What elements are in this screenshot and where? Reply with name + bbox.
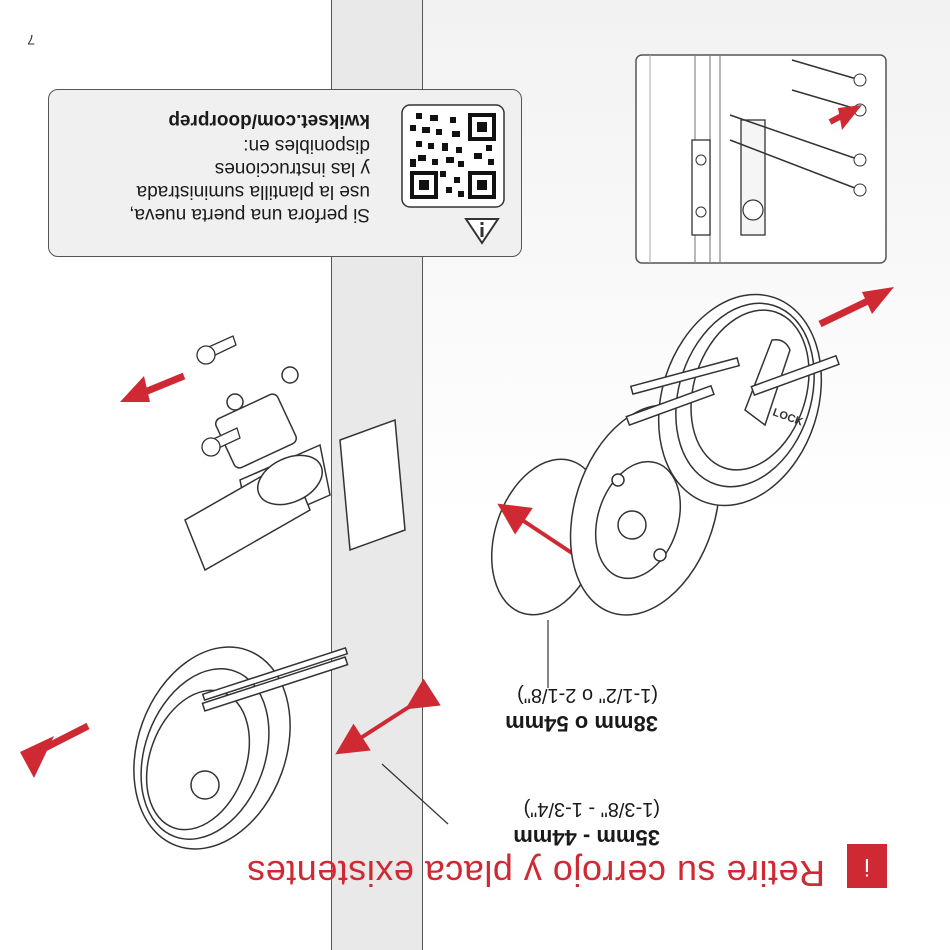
door-thickness-mm: 35mm - 44mm — [440, 824, 660, 850]
deadbolt-latch — [185, 367, 405, 570]
info-line-2: use la plantilla suministrada — [60, 180, 370, 203]
door-thickness-in: (1-3/8" - 1-3/4") — [440, 797, 660, 820]
bore-diameter-mm: 38mm o 54mm — [438, 710, 658, 736]
info-text: Si perfora una puerta nueva, use la plan… — [60, 109, 370, 226]
info-line-4: disponibles en: — [60, 134, 370, 157]
door-thickness-label: 35mm - 44mm (1-3/8" - 1-3/4") — [440, 797, 660, 850]
qr-code-icon — [402, 105, 504, 207]
info-line-1: Si perfora una puerta nueva, — [60, 203, 370, 226]
info-triangle-icon — [466, 219, 498, 243]
red-direction-arrow — [820, 287, 894, 324]
page-number: 7 — [27, 32, 35, 48]
info-line-3: y las instrucciones — [60, 157, 370, 180]
info-box-graphics — [372, 89, 522, 257]
thickness-leader-line — [382, 764, 448, 824]
strike-plate-detail — [636, 55, 886, 263]
red-direction-arrow — [120, 376, 184, 402]
interior-assembly — [107, 625, 348, 871]
thickness-arrow — [342, 705, 412, 750]
info-url: kwikset.com/doorprep — [60, 109, 370, 132]
bore-diameter-label: 38mm o 54mm (1-1/2" o 2-1/8") — [438, 683, 658, 736]
bore-diameter-in: (1-1/2" o 2-1/8") — [438, 683, 658, 706]
red-direction-arrow — [20, 726, 88, 778]
